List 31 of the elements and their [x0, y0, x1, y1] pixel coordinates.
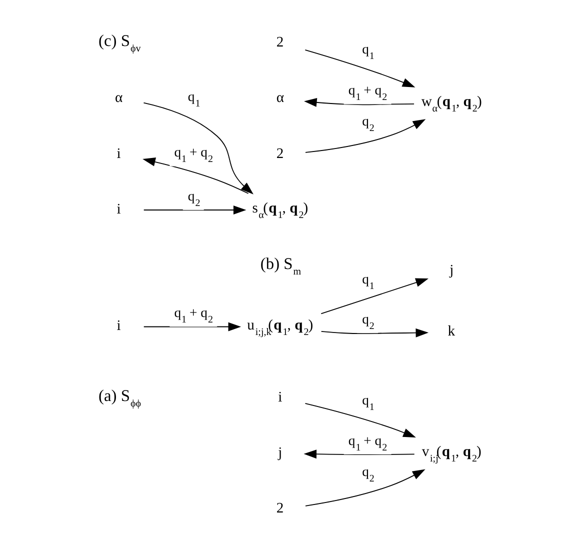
- edge-label: q$_{1}$: [188, 89, 200, 110]
- node-text: 2: [276, 500, 284, 517]
- label: (c) S$_{ϕv}$: [98, 31, 141, 55]
- node-text: i: [116, 146, 121, 162]
- node-text: u$_{i;j,k}$(q$_{1}$, q$_{2}$): [247, 317, 314, 338]
- node-text: α: [276, 90, 284, 106]
- node-text: 2: [276, 34, 284, 51]
- edge-label: q$_{2}$: [362, 312, 374, 332]
- edge-label: q$_{1}$ + q$_{2}$: [348, 82, 388, 104]
- edge-label: q$_{1}$: [362, 392, 374, 414]
- edge-label: q$_{2}$: [362, 114, 374, 134]
- edge-label: q$_{1}$: [362, 271, 374, 292]
- edge-label: q$_{2}$: [362, 464, 374, 484]
- edge-label: q$_{1}$: [362, 42, 374, 62]
- node-text: k: [448, 324, 456, 340]
- label: (a) S$_{ϕϕ}$: [98, 386, 141, 410]
- node-text: j: [450, 262, 454, 279]
- edge-label: q$_{1}$ + q$_{2}$: [174, 144, 213, 166]
- node-text: j: [278, 444, 282, 461]
- label: (b) S$_{m}$: [260, 254, 302, 278]
- node-text: 2: [276, 146, 284, 162]
- node-text: α: [114, 90, 123, 106]
- edge-label: q$_{1}$ + q$_{2}$: [174, 305, 213, 326]
- node-text: i: [116, 201, 121, 218]
- edge-label: q$_{1}$ + q$_{2}$: [348, 432, 388, 454]
- node-text: v$_{i;j}$(q$_{1}$, q$_{2}$): [422, 444, 482, 465]
- node-text: s$_{α}$(q$_{1}$, q$_{2}$): [252, 200, 308, 222]
- node-text: w$_{α}$(q$_{1}$, q$_{2}$): [421, 94, 482, 114]
- node-text: i: [278, 389, 282, 406]
- edge-label: q$_{2}$: [188, 188, 200, 209]
- node-text: i: [116, 318, 121, 334]
